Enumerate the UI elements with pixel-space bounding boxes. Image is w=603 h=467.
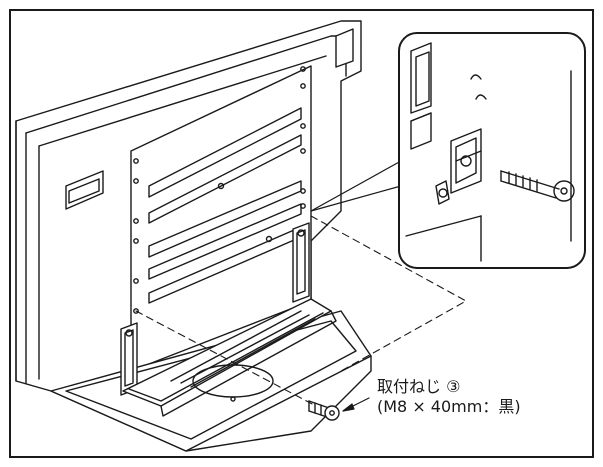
screw-callout-label: 取付ねじ ③ (M8 × 40mm：黒)	[377, 377, 521, 417]
mounting-plate-icon	[130, 65, 312, 372]
mounting-screw-icon	[308, 400, 340, 421]
guide-lines	[135, 215, 467, 407]
callout-line-2: (M8 × 40mm：黒)	[377, 397, 521, 416]
stand-bracket-icon	[50, 222, 372, 452]
figure-frame: 取付ねじ ③ (M8 × 40mm：黒)	[9, 9, 594, 458]
callout-line-1: 取付ねじ ③	[377, 377, 461, 396]
zoom-pointer	[310, 160, 402, 212]
callout-arrow	[342, 397, 370, 412]
zoom-inset-icon	[398, 32, 586, 269]
tv-stand-mounting-illustration	[15, 20, 586, 452]
